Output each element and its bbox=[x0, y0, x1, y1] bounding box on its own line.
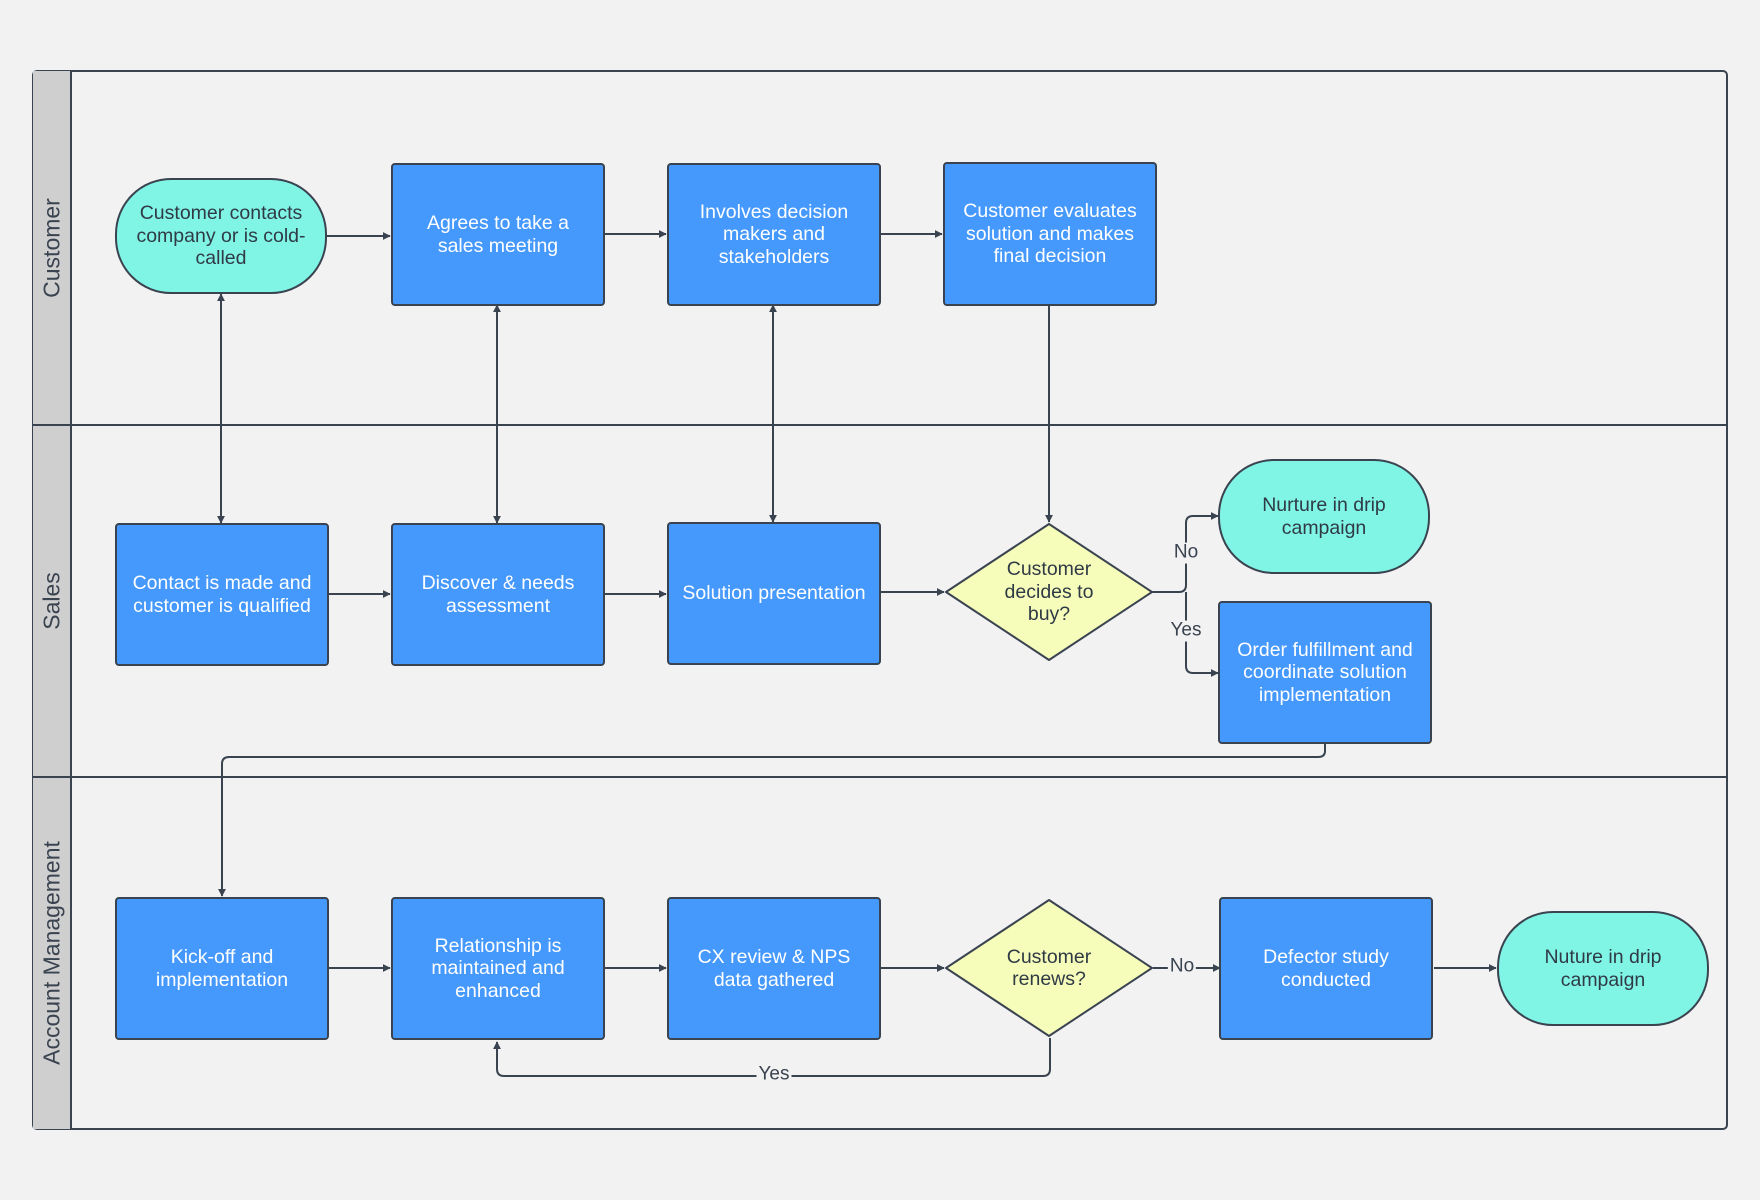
node-text: Agrees to take a sales meeting bbox=[426, 212, 569, 257]
lane-header-account-management: Account Management bbox=[33, 777, 72, 1129]
process-cx-review[interactable]: CX review & NPS data gathered bbox=[667, 897, 881, 1040]
process-contact-qualified[interactable]: Contact is made and customer is qualifie… bbox=[115, 523, 329, 666]
node-text: Customer evaluates solution and makes fi… bbox=[963, 200, 1137, 268]
node-text: CX review & NPS data gathered bbox=[697, 946, 851, 991]
edge-decides-yes bbox=[1185, 592, 1219, 677]
node-text: Discover & needs assessment bbox=[421, 572, 575, 617]
edge-order-to-kickoff bbox=[218, 744, 1326, 897]
process-involves-decision-makers[interactable]: Involves decision makers and stakeholder… bbox=[667, 163, 881, 306]
terminal-customer-contacts[interactable]: Customer contacts company or is cold-cal… bbox=[115, 178, 327, 294]
process-relationship[interactable]: Relationship is maintained and enhanced bbox=[391, 897, 605, 1040]
edge-label-buy-yes: Yes bbox=[1168, 619, 1204, 642]
node-text: Kick-off and implementation bbox=[155, 946, 289, 991]
process-defector-study[interactable]: Defector study conducted bbox=[1219, 897, 1433, 1040]
edge-label-renew-yes: Yes bbox=[756, 1063, 792, 1086]
lane-divider bbox=[33, 424, 1727, 426]
decision-customer-renews[interactable]: Customer renews? bbox=[944, 898, 1154, 1038]
node-text: Involves decision makers and stakeholder… bbox=[699, 200, 849, 268]
lane-header-customer: Customer bbox=[33, 71, 72, 425]
process-solution-presentation[interactable]: Solution presentation bbox=[667, 522, 881, 665]
process-order-fulfillment[interactable]: Order fulfillment and coordinate solutio… bbox=[1218, 601, 1432, 744]
lane-divider bbox=[33, 776, 1727, 778]
edge-label-renew-no: No bbox=[1167, 955, 1197, 978]
diamond-shape bbox=[945, 899, 1153, 1037]
node-text: Order fulfillment and coordinate solutio… bbox=[1237, 638, 1413, 706]
node-text: Nurture in drip campaign bbox=[1262, 494, 1386, 539]
terminal-nuture-drip-campaign[interactable]: Nuture in drip campaign bbox=[1497, 911, 1709, 1026]
node-text: Contact is made and customer is qualifie… bbox=[132, 572, 312, 617]
lane-header-sales: Sales bbox=[33, 425, 72, 777]
diamond-shape bbox=[945, 523, 1153, 661]
node-text: Customer contacts company or is cold-cal… bbox=[136, 202, 306, 270]
node-text: Solution presentation bbox=[682, 582, 866, 605]
terminal-nurture-drip[interactable]: Nurture in drip campaign bbox=[1218, 459, 1430, 574]
process-discover-needs[interactable]: Discover & needs assessment bbox=[391, 523, 605, 666]
decision-decides-to-buy[interactable]: Customer decides to buy? bbox=[944, 522, 1154, 662]
node-text: Relationship is maintained and enhanced bbox=[431, 934, 565, 1002]
edge-label-buy-no: No bbox=[1171, 541, 1201, 564]
process-customer-evaluates[interactable]: Customer evaluates solution and makes fi… bbox=[943, 162, 1157, 306]
node-text: Customer decides to buy? bbox=[1004, 558, 1094, 626]
node-text: Nuture in drip campaign bbox=[1544, 946, 1662, 991]
node-text: Defector study conducted bbox=[1263, 946, 1389, 991]
process-agrees-meeting[interactable]: Agrees to take a sales meeting bbox=[391, 163, 605, 306]
process-kickoff[interactable]: Kick-off and implementation bbox=[115, 897, 329, 1040]
node-text: Customer renews? bbox=[1006, 945, 1092, 990]
